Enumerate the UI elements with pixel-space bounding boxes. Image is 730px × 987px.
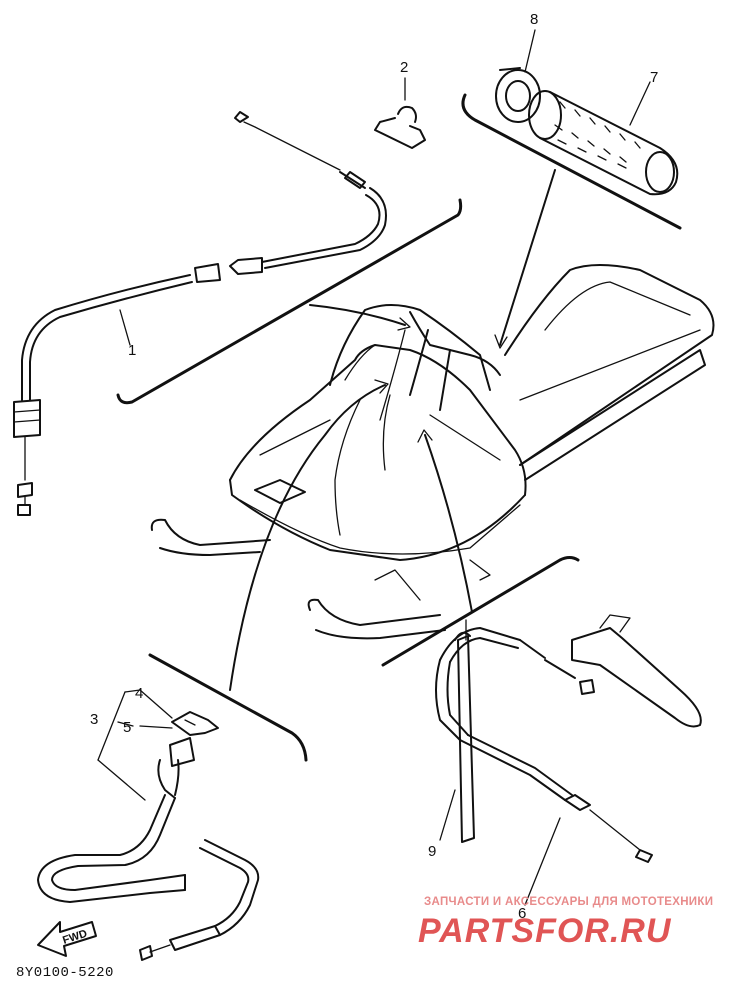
fwd-arrow-icon: FWD xyxy=(37,921,97,957)
snowmobile-body xyxy=(150,264,715,640)
callout-8: 8 xyxy=(530,11,538,28)
part-7-handlebar-grip xyxy=(528,81,679,196)
part-4-lever xyxy=(171,711,219,736)
callout-1: 1 xyxy=(128,342,136,359)
part-8-grip-end xyxy=(495,29,541,123)
callout-5: 5 xyxy=(123,719,131,736)
leader-arrows xyxy=(229,169,556,691)
part-3-brake-cable xyxy=(37,689,260,961)
part-5-fitting xyxy=(169,737,195,767)
lever-handle xyxy=(571,614,702,728)
part-6-cable xyxy=(435,627,653,906)
callout-7: 7 xyxy=(650,69,658,86)
callout-2: 2 xyxy=(400,59,408,76)
callout-4: 4 xyxy=(135,685,143,702)
callout-9: 9 xyxy=(428,843,436,860)
part-2-clip xyxy=(374,77,426,149)
panel-grip-border xyxy=(461,93,682,230)
panel-cable-1-border xyxy=(116,198,463,405)
watermark-tagline: ЗАПЧАСТИ И АКСЕССУАРЫ ДЛЯ МОТОТЕХНИКИ xyxy=(424,896,713,908)
watermark-brand: PARTSFOR.RU xyxy=(418,912,672,950)
panel-cable-3-border xyxy=(148,653,308,762)
part-9-tag xyxy=(439,619,475,843)
part-1-throttle-cable xyxy=(13,111,387,516)
drawing-code: 8Y0100-5220 xyxy=(16,965,114,981)
callout-3: 3 xyxy=(90,711,98,728)
callout-6: 6 xyxy=(518,905,526,922)
panel-cable-6-border xyxy=(381,556,580,667)
